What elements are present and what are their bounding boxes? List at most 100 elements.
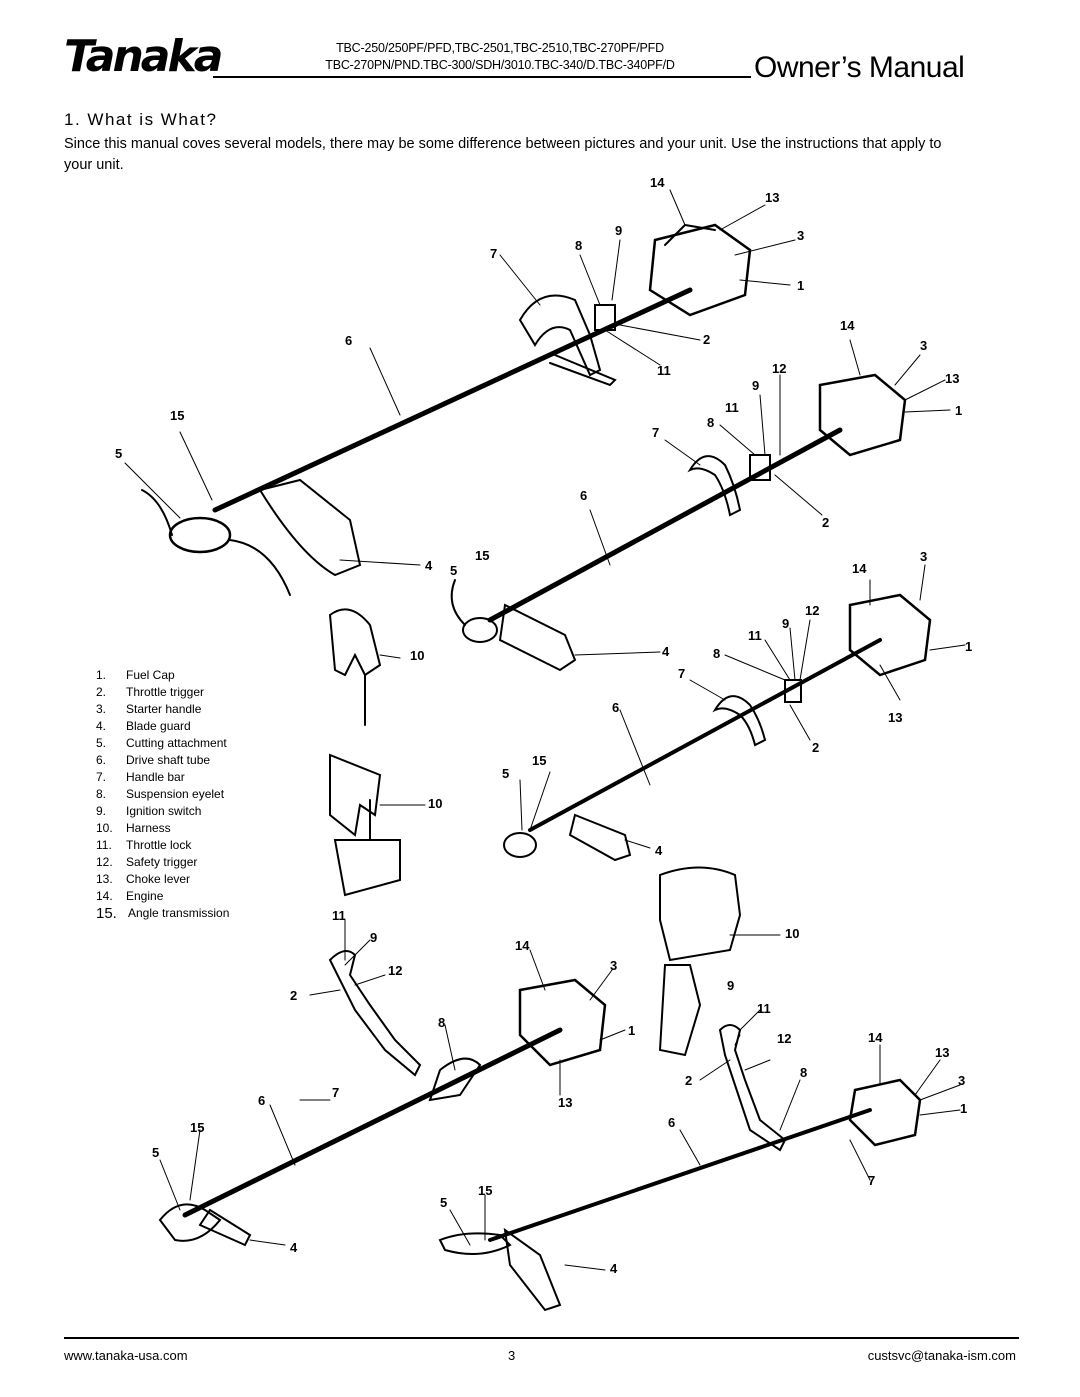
trimmer-illustration-5 — [438, 1009, 961, 1312]
svg-text:1: 1 — [955, 403, 962, 418]
svg-text:12: 12 — [388, 963, 402, 978]
parts-list-item: 3.Starter handle — [96, 702, 202, 716]
svg-text:8: 8 — [800, 1065, 807, 1080]
parts-list-item: 10.Harness — [96, 821, 171, 835]
footer-email-link[interactable]: custsvc@tanaka-ism.com — [867, 1348, 1016, 1363]
svg-text:15: 15 — [478, 1183, 492, 1198]
trimmer-illustration-2 — [450, 339, 951, 672]
svg-text:10: 10 — [785, 926, 799, 941]
svg-text:9: 9 — [782, 616, 789, 631]
svg-text:14: 14 — [515, 938, 530, 953]
svg-text:3: 3 — [797, 228, 804, 243]
trimmer-illustration-3 — [503, 564, 966, 862]
svg-text:9: 9 — [752, 378, 759, 393]
svg-text:9: 9 — [370, 930, 377, 945]
svg-text:5: 5 — [440, 1195, 447, 1210]
svg-text:1: 1 — [960, 1101, 967, 1116]
svg-text:6: 6 — [345, 333, 352, 348]
svg-text:3: 3 — [610, 958, 617, 973]
parts-list-item: 14.Engine — [96, 889, 164, 903]
parts-list-item: 4.Blade guard — [96, 719, 191, 733]
svg-text:7: 7 — [652, 425, 659, 440]
svg-text:13: 13 — [558, 1095, 572, 1110]
parts-list-item: 12.Safety trigger — [96, 855, 198, 869]
svg-text:1: 1 — [797, 278, 804, 293]
svg-text:6: 6 — [668, 1115, 675, 1130]
parts-list: 1.Fuel Cap 2.Throttle trigger 3.Starter … — [96, 667, 229, 922]
svg-text:13: 13 — [888, 710, 902, 725]
svg-text:8: 8 — [438, 1015, 445, 1030]
parts-list-item: 6.Drive shaft tube — [96, 753, 211, 767]
svg-text:4: 4 — [662, 644, 670, 659]
parts-list-item: 15.Angle transmission — [96, 905, 230, 922]
manual-title: Owner’s Manual — [754, 51, 965, 84]
brand-wordmark: Tanaka — [64, 31, 223, 82]
svg-text:5: 5 — [152, 1145, 159, 1160]
footer-rule — [64, 1337, 1019, 1339]
svg-text:12: 12 — [805, 603, 819, 618]
parts-list-item: 11.Throttle lock — [96, 838, 192, 852]
svg-text:9: 9 — [727, 978, 734, 993]
svg-text:8: 8 — [713, 646, 720, 661]
parts-list-item: 9.Ignition switch — [96, 804, 202, 818]
svg-text:12: 12 — [772, 361, 786, 376]
svg-text:14: 14 — [650, 175, 665, 190]
svg-text:1: 1 — [965, 639, 972, 654]
svg-text:2: 2 — [685, 1073, 692, 1088]
svg-text:5: 5 — [502, 766, 509, 781]
svg-text:10: 10 — [410, 648, 424, 663]
svg-text:2: 2 — [290, 988, 297, 1003]
models-line-2: TBC-270PN/PND.TBC-300/SDH/3010.TBC-340/D… — [325, 58, 675, 72]
svg-text:9: 9 — [615, 223, 622, 238]
parts-list-item: 7.Handle bar — [96, 770, 185, 784]
trimmer-illustration-1 — [124, 189, 796, 596]
svg-text:14: 14 — [868, 1030, 883, 1045]
svg-text:15: 15 — [475, 548, 489, 563]
svg-text:6: 6 — [612, 700, 619, 715]
svg-text:13: 13 — [935, 1045, 949, 1060]
model-list: TBC-250/250PF/PFD,TBC-2501,TBC-2510,TBC-… — [250, 40, 750, 74]
parts-list-item: 13.Choke lever — [96, 872, 191, 886]
svg-text:2: 2 — [822, 515, 829, 530]
svg-text:7: 7 — [868, 1173, 875, 1188]
svg-text:11: 11 — [657, 363, 671, 378]
trimmer-illustration-4 — [158, 919, 626, 1247]
svg-text:12: 12 — [777, 1031, 791, 1046]
svg-text:13: 13 — [945, 371, 959, 386]
svg-text:11: 11 — [748, 628, 762, 643]
svg-text:11: 11 — [725, 400, 739, 415]
parts-list-item: 5.Cutting attachment — [96, 736, 227, 750]
svg-text:5: 5 — [450, 563, 457, 578]
svg-text:15: 15 — [190, 1120, 204, 1135]
svg-text:8: 8 — [707, 415, 714, 430]
svg-text:4: 4 — [290, 1240, 298, 1255]
svg-text:3: 3 — [958, 1073, 965, 1088]
svg-text:1: 1 — [628, 1023, 635, 1038]
svg-text:15: 15 — [532, 753, 546, 768]
header-rule — [213, 76, 751, 78]
svg-text:2: 2 — [812, 740, 819, 755]
svg-text:2: 2 — [703, 332, 710, 347]
page-number: 3 — [508, 1348, 516, 1363]
parts-list-item: 8.Suspension eyelet — [96, 787, 225, 801]
svg-text:5: 5 — [115, 446, 122, 461]
parts-list-item: 1.Fuel Cap — [96, 668, 175, 682]
svg-text:7: 7 — [332, 1085, 339, 1100]
svg-text:4: 4 — [655, 843, 663, 858]
svg-text:7: 7 — [678, 666, 685, 681]
svg-text:11: 11 — [332, 908, 346, 923]
svg-text:14: 14 — [840, 318, 855, 333]
svg-text:15: 15 — [170, 408, 184, 423]
svg-text:6: 6 — [258, 1093, 265, 1108]
svg-text:11: 11 — [757, 1001, 771, 1016]
svg-text:3: 3 — [920, 338, 927, 353]
section-heading: 1. What is What? — [64, 110, 218, 129]
svg-text:8: 8 — [575, 238, 582, 253]
footer-website-link[interactable]: www.tanaka-usa.com — [64, 1348, 188, 1363]
models-line-1: TBC-250/250PF/PFD,TBC-2501,TBC-2510,TBC-… — [336, 41, 664, 55]
svg-text:3: 3 — [920, 549, 927, 564]
parts-list-item: 2.Throttle trigger — [96, 685, 205, 699]
intro-paragraph: Since this manual coves several models, … — [64, 136, 942, 173]
svg-text:4: 4 — [610, 1261, 618, 1276]
